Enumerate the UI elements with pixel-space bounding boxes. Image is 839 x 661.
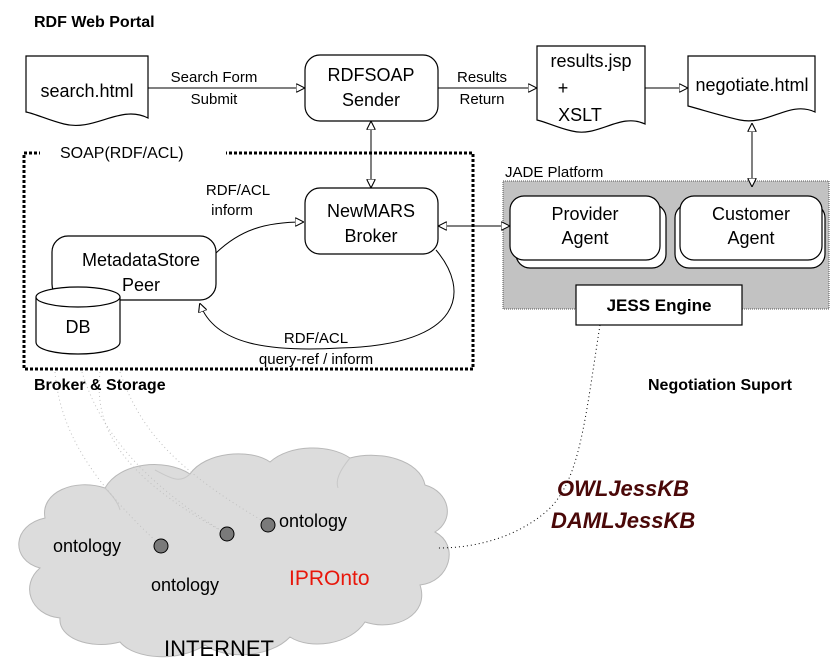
db-node: DB <box>35 286 121 355</box>
broker-label-2: Broker <box>344 226 397 246</box>
db-label: DB <box>65 317 90 337</box>
ontology-label: ontology <box>53 536 121 556</box>
internet-links <box>54 371 269 546</box>
edge-label-results-1: Results <box>457 69 507 86</box>
broker-label-1: NewMARS <box>327 201 415 221</box>
search-page-label: search.html <box>40 81 133 101</box>
soap-label-bg <box>40 141 226 163</box>
broker-storage-label: Broker & Storage <box>34 377 166 394</box>
internet-cloud <box>18 447 450 658</box>
provider-agent-label-1: Provider <box>551 204 618 224</box>
edge-label-search-2: Submit <box>191 91 239 108</box>
edge-label-inform-2: inform <box>211 202 253 219</box>
edge-label-results-2: Return <box>459 91 504 108</box>
rdfsoap-label-1: RDFSOAP <box>327 65 414 85</box>
provider-agent: Provider Agent <box>509 195 667 269</box>
results-label-2: + <box>558 78 569 98</box>
customer-agent: Customer Agent <box>674 195 826 269</box>
edge-label-inform-1: RDF/ACL <box>206 182 270 199</box>
results-label-3: XSLT <box>558 105 602 125</box>
ontology-node <box>219 526 235 542</box>
edge-label-query-2: query-ref / inform <box>259 351 373 368</box>
rdfsoap-sender-node: RDFSOAP Sender <box>304 54 439 122</box>
ontology-node <box>260 517 276 533</box>
ipronto-label: IPROnto <box>289 567 370 590</box>
ontology-label: ontology <box>279 511 347 531</box>
kb-label-daml: DAMLJessKB <box>551 508 695 533</box>
rdfsoap-label-2: Sender <box>342 90 400 110</box>
edge-label-search-1: Search Form <box>171 69 258 86</box>
cloud-shape <box>18 447 450 658</box>
edge-broker-metadata-query <box>200 249 455 350</box>
edge-metadata-broker <box>215 222 303 254</box>
edge-label-query-1: RDF/ACL <box>284 330 348 347</box>
jade-platform-label: JADE Platform <box>505 164 603 181</box>
provider-agent-label-2: Agent <box>561 228 608 248</box>
ontology-node <box>153 538 169 554</box>
results-label-1: results.jsp <box>550 51 631 71</box>
jess-engine-label: JESS Engine <box>607 296 712 315</box>
results-page-node: results.jsp + XSLT <box>536 45 646 133</box>
kb-label-owl: OWLJessKB <box>557 476 689 501</box>
metadata-store-node: MetadataStore Peer <box>51 235 217 301</box>
soap-label: SOAP(RDF/ACL) <box>60 145 184 162</box>
negotiate-page-label: negotiate.html <box>695 75 808 95</box>
ontology-label: ontology <box>151 575 219 595</box>
portal-title: RDF Web Portal <box>34 14 155 31</box>
negotiation-support-label: Negotiation Suport <box>648 377 793 394</box>
internet-label: INTERNET <box>164 636 274 661</box>
metadata-label-1: MetadataStore <box>82 250 200 270</box>
metadata-label-2: Peer <box>122 275 160 295</box>
customer-agent-label-1: Customer <box>712 204 790 224</box>
newmars-broker-node: NewMARS Broker <box>304 187 439 255</box>
customer-agent-label-2: Agent <box>727 228 774 248</box>
broker-storage-region <box>22 151 475 371</box>
negotiate-page-node: negotiate.html <box>687 55 816 122</box>
jess-engine: JESS Engine <box>575 284 743 326</box>
search-page-node: search.html <box>25 55 149 126</box>
